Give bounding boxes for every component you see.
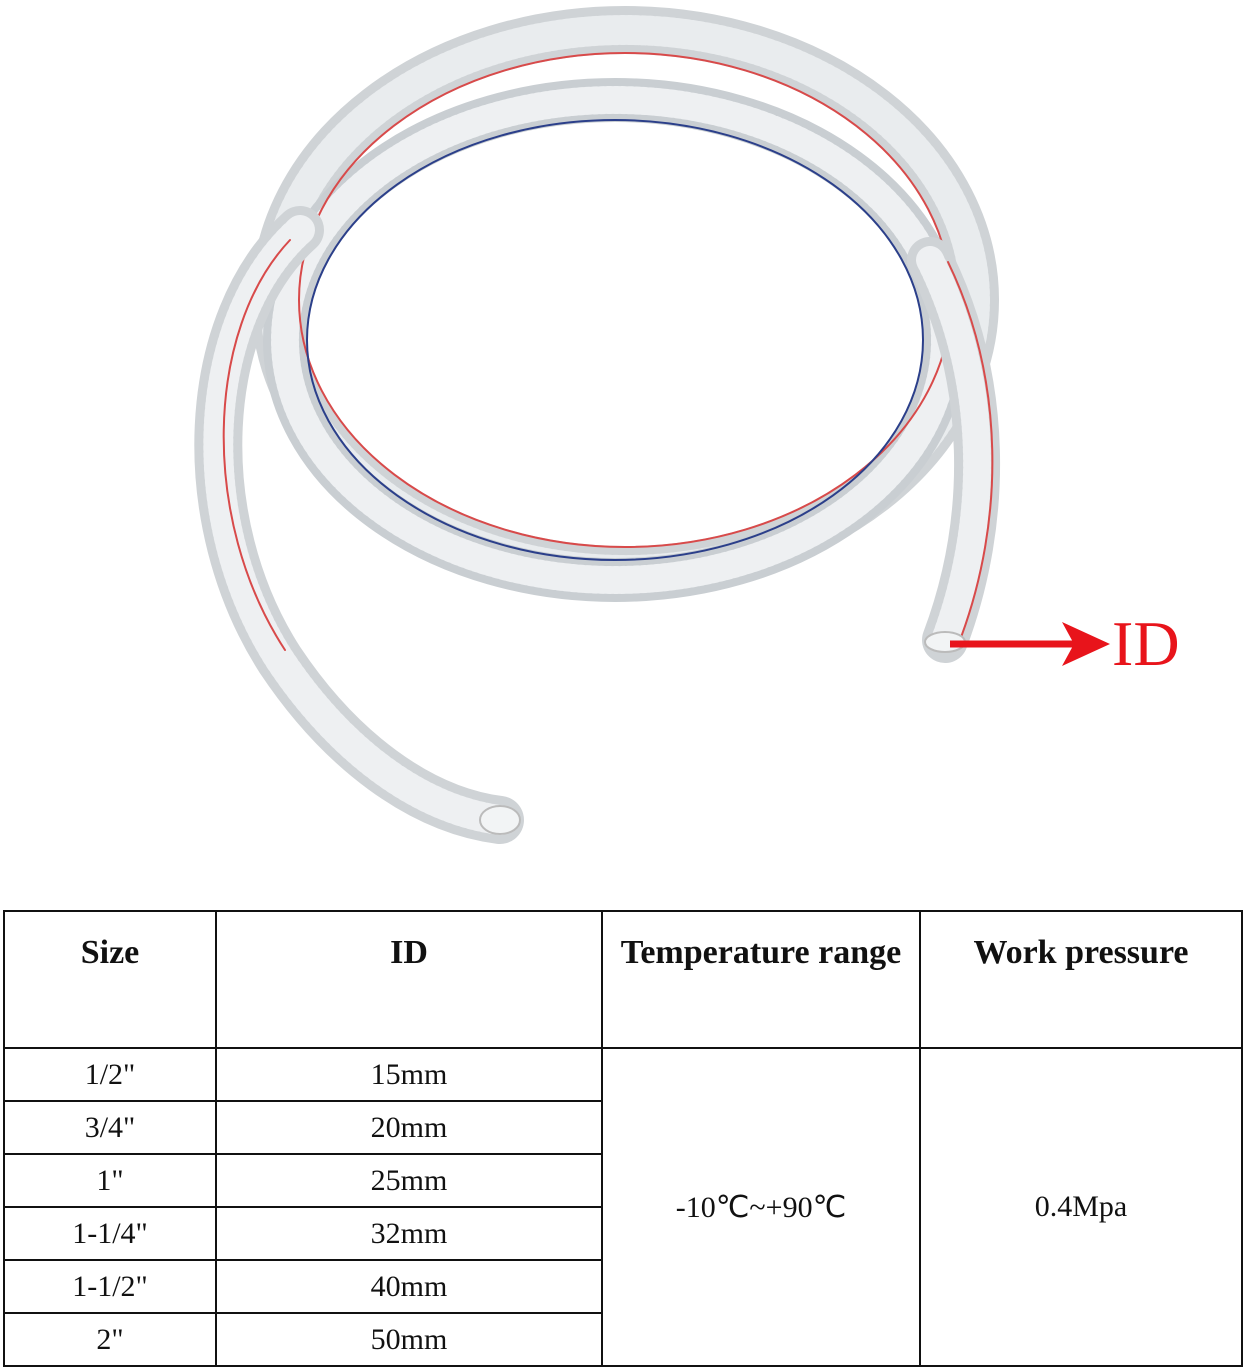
cell-id: 50mm: [215, 1312, 603, 1367]
cell-work-pressure: 0.4Mpa: [919, 1047, 1243, 1367]
header-size: Size: [3, 910, 217, 1049]
hose-coil: [251, 6, 999, 602]
hose-product-image: [194, 6, 1110, 844]
cell-temperature-range: -10℃~+90℃: [601, 1047, 921, 1367]
table-row: 1" 25mm: [3, 1153, 1242, 1208]
cell-id: 20mm: [215, 1100, 603, 1155]
cell-size: 2": [3, 1312, 217, 1367]
cell-size: 1-1/4": [3, 1206, 217, 1261]
spec-table: Size ID Temperature range Work pressure …: [3, 910, 1243, 1367]
id-callout-label: ID: [1112, 608, 1180, 679]
table-row: 1-1/4" 32mm: [3, 1206, 1242, 1261]
table-row: 1-1/2" 40mm: [3, 1259, 1242, 1314]
cell-size: 1-1/2": [3, 1259, 217, 1314]
cell-size: 1": [3, 1153, 217, 1208]
header-id: ID: [215, 910, 603, 1049]
cell-id: 25mm: [215, 1153, 603, 1208]
cell-size: 3/4": [3, 1100, 217, 1155]
cell-id: 40mm: [215, 1259, 603, 1314]
cell-size: 1/2": [3, 1047, 217, 1102]
table-row: 1/2" 15mm -10℃~+90℃ 0.4Mpa: [3, 1047, 1243, 1367]
header-temperature-range: Temperature range: [601, 910, 921, 1049]
arrow-right-icon: [950, 622, 1110, 666]
header-work-pressure: Work pressure: [919, 910, 1243, 1049]
table-header-row: Size ID Temperature range Work pressure: [3, 910, 1243, 1049]
cell-id: 15mm: [215, 1047, 603, 1102]
table-row: 3/4" 20mm: [3, 1100, 1242, 1155]
cell-id: 32mm: [215, 1206, 603, 1261]
